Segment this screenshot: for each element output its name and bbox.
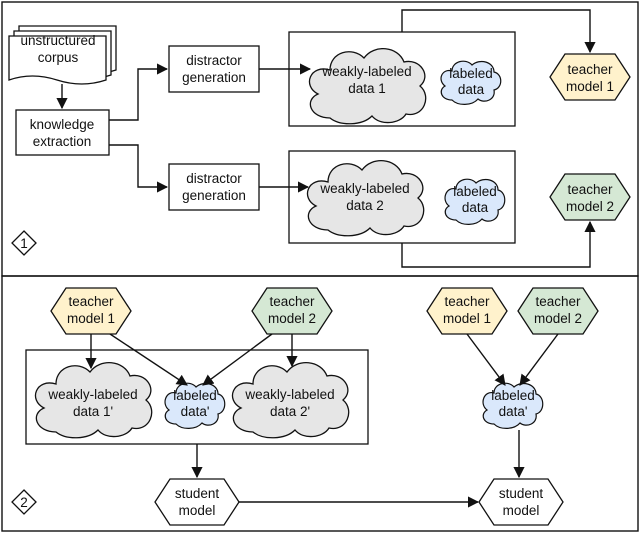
s2-teacher-2-line-2: model 2 xyxy=(268,311,316,326)
r-labeled-data-cloud: labeled data' xyxy=(482,382,544,429)
arrow-extraction-to-distractor-1 xyxy=(109,63,169,121)
weak-data-2-line-2: data 2 xyxy=(346,198,384,213)
s2-teacher-2-line-1: teacher xyxy=(269,294,315,309)
corpus-line-1: unstructured xyxy=(20,33,95,48)
distractor-2-line-2: generation xyxy=(182,188,246,203)
s2-weak-1-line-1: weakly-labeled xyxy=(47,387,137,402)
distractor-generation-box-1: distractor generation xyxy=(168,45,260,93)
weak-data-1-line-2: data 1 xyxy=(348,81,386,96)
arrow-s2-teacher-1-to-labeled xyxy=(109,333,188,386)
distractor-generation-box-2: distractor generation xyxy=(168,163,260,211)
weak-data-2-line-1: weakly-labeled xyxy=(319,181,409,196)
s2-weak-1-line-2: data 1' xyxy=(73,404,113,419)
weakly-labeled-data-1-cloud: weakly-labeled data 1 xyxy=(308,48,427,125)
s2-weakly-labeled-data-2-cloud: weakly-labeled data 2' xyxy=(231,362,350,439)
r-labeled-line-1: labeled xyxy=(491,388,535,403)
r-teacher-2-line-2: model 2 xyxy=(534,311,582,326)
teacher-model-2-hexagon: teacher model 2 xyxy=(549,173,631,221)
distractor-1-line-2: generation xyxy=(182,70,246,85)
arrow-r-teacher-1-to-labeled xyxy=(466,333,506,386)
stage-2-panel xyxy=(1,275,639,532)
knowledge-extraction-box: knowledge extraction xyxy=(15,109,110,156)
arrow-data-2-to-teacher-2 xyxy=(401,220,596,268)
arrow-extraction-to-distractor-2 xyxy=(109,144,169,193)
weakly-labeled-data-2-cloud: weakly-labeled data 2 xyxy=(306,160,425,237)
labeled-2-line-2: data xyxy=(462,200,489,215)
s2-weak-2-line-2: data 2' xyxy=(270,404,310,419)
r-teacher-1-line-1: teacher xyxy=(444,294,490,309)
labeled-data-1-cloud: labeled data xyxy=(440,60,502,105)
teacher-model-1-hexagon: teacher model 1 xyxy=(549,53,631,101)
r-teacher-2-line-1: teacher xyxy=(535,294,581,309)
teacher-1-line-1: teacher xyxy=(567,62,613,77)
s2-teacher-1-line-1: teacher xyxy=(68,294,114,309)
s2-labeled-line-2: data' xyxy=(181,404,210,419)
s2-teacher-model-1-hexagon: teacher model 1 xyxy=(50,287,132,335)
knowledge-extraction-line-2: extraction xyxy=(33,134,92,149)
stage-2-marker: 2 xyxy=(11,489,37,515)
labeled-2-line-1: labeled xyxy=(453,184,497,199)
s2-student-line-1: student xyxy=(175,486,220,501)
labeled-1-line-1: labeled xyxy=(449,66,493,81)
s2-labeled-line-1: labeled xyxy=(173,388,217,403)
r-teacher-1-line-2: model 1 xyxy=(443,311,491,326)
teacher-1-line-2: model 1 xyxy=(566,79,614,94)
r-student-model-hexagon: student model xyxy=(478,478,564,526)
arrow-s2-teacher-2-to-labeled xyxy=(202,333,273,386)
s2-teacher-model-2-hexagon: teacher model 2 xyxy=(251,287,333,335)
labeled-data-2-cloud: labeled data xyxy=(444,178,506,225)
labeled-1-line-2: data xyxy=(458,82,485,97)
teacher-2-line-2: model 2 xyxy=(566,199,614,214)
s2-student-line-2: model xyxy=(179,503,216,518)
distractor-1-line-1: distractor xyxy=(186,53,242,68)
s2-teacher-1-line-2: model 1 xyxy=(67,311,115,326)
s2-weakly-labeled-data-1-cloud: weakly-labeled data 1' xyxy=(34,362,153,439)
unstructured-corpus-docs: unstructured corpus xyxy=(8,25,117,85)
arrow-r-teacher-2-to-labeled xyxy=(519,333,559,386)
knowledge-extraction-line-1: knowledge xyxy=(30,117,95,132)
r-teacher-model-2-hexagon: teacher model 2 xyxy=(517,287,599,335)
s2-weak-2-line-1: weakly-labeled xyxy=(244,387,334,402)
r-student-line-1: student xyxy=(499,486,544,501)
s2-student-model-hexagon: student model xyxy=(154,478,240,526)
r-labeled-line-2: data' xyxy=(499,404,528,419)
stage-2-label: 2 xyxy=(20,495,28,510)
arrow-data-1-to-teacher-1 xyxy=(401,9,596,54)
teacher-2-line-1: teacher xyxy=(567,182,613,197)
r-student-line-2: model xyxy=(503,503,540,518)
s2-labeled-data-cloud: labeled data' xyxy=(164,382,226,429)
stage-1-marker: 1 xyxy=(11,230,37,256)
stage-1-label: 1 xyxy=(20,236,28,251)
weak-data-1-line-1: weakly-labeled xyxy=(321,64,411,79)
r-teacher-model-1-hexagon: teacher model 1 xyxy=(426,287,508,335)
corpus-line-2: corpus xyxy=(38,50,79,65)
distractor-2-line-1: distractor xyxy=(186,171,242,186)
